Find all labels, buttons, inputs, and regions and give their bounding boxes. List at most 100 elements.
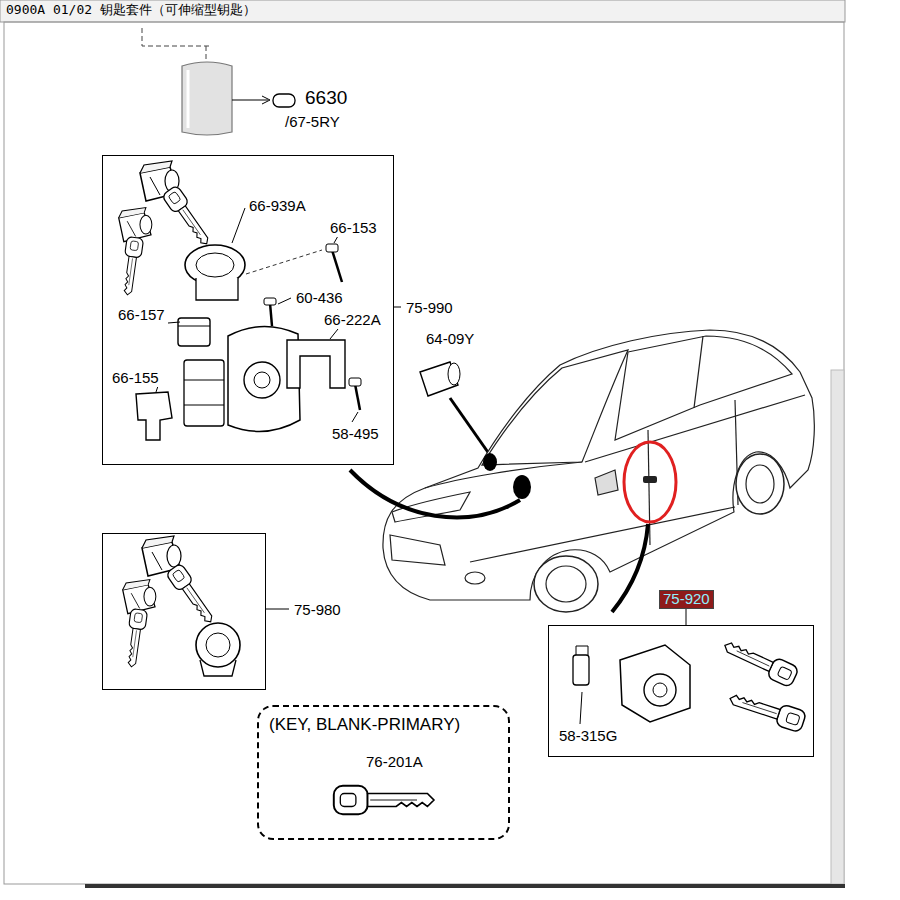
door-lock-set — [576, 646, 588, 655]
dashed-group-box: (KEY, BLANK-PRIMARY)76-201A — [257, 705, 510, 840]
leader-line — [266, 609, 289, 610]
cylinder-set — [166, 563, 219, 627]
key-shell — [273, 94, 295, 107]
part-location-mark — [624, 442, 676, 522]
door-lock-set — [720, 635, 799, 687]
callout-number: 66-939A — [248, 198, 307, 215]
location-pointer — [350, 470, 520, 517]
cylinder-set — [200, 660, 236, 676]
car-outline — [746, 465, 774, 503]
parts-group-box: 75-99066-939A66-15360-43666-15766-222A66… — [102, 155, 394, 465]
car-outline — [595, 470, 618, 495]
ignition-assembly — [270, 303, 272, 326]
cylinder-set — [123, 580, 156, 614]
key-shell — [187, 70, 190, 128]
leader-line — [168, 322, 180, 323]
part-location-mark — [483, 453, 497, 471]
glovebox-cylinder — [450, 398, 492, 458]
ignition-assembly — [119, 161, 361, 440]
ignition-assembly — [184, 405, 224, 406]
ignition-assembly — [196, 278, 238, 300]
ignition-assembly — [178, 318, 210, 346]
cylinder-set — [123, 536, 240, 676]
location-pointer — [612, 524, 648, 612]
part-location-mark — [513, 475, 531, 499]
cylinder-set — [206, 633, 230, 657]
assembly-number: 75-980 — [293, 602, 342, 619]
callout-number: 60-436 — [295, 290, 344, 307]
car-outline — [383, 330, 814, 600]
callout-number: 66-155 — [111, 370, 160, 387]
car-outline — [736, 454, 784, 514]
car-outline — [425, 462, 582, 488]
ignition-assembly — [119, 208, 152, 242]
ignition-assembly — [119, 236, 143, 295]
cylinder-set — [123, 608, 147, 667]
assembly-number: 75-920 — [659, 590, 714, 609]
car-outline — [482, 350, 628, 465]
ignition-assembly — [119, 236, 143, 295]
cylinder-set — [166, 563, 219, 627]
door-lock-set — [620, 645, 690, 722]
ignition-assembly — [119, 208, 152, 242]
key-shell — [206, 46, 207, 60]
ignition-assembly — [287, 340, 345, 388]
callout-number: 66-153 — [329, 220, 378, 237]
leader-line — [334, 236, 338, 243]
group-heading: (KEY, BLANK-PRIMARY) — [268, 716, 461, 735]
car-outline — [390, 535, 445, 565]
ignition-assembly — [184, 380, 224, 381]
location-pointer — [350, 470, 648, 612]
callout-number: 6630 — [304, 88, 348, 109]
leader-line — [394, 307, 401, 308]
callout-number: 58-495 — [331, 426, 380, 443]
key-blank — [334, 786, 434, 815]
leader-line — [686, 607, 687, 625]
ignition-assembly — [264, 298, 276, 305]
leader-line — [232, 208, 245, 243]
page-frame — [831, 370, 844, 884]
callout-number: 58-315G — [558, 728, 618, 745]
key-shell — [262, 96, 270, 104]
leader-line — [278, 298, 291, 304]
car-outline — [383, 330, 814, 612]
glovebox-cylinder — [448, 363, 460, 385]
assembly-number: 75-990 — [405, 300, 454, 317]
ignition-assembly — [254, 372, 270, 388]
key-shell — [142, 28, 295, 135]
door-lock-set — [720, 635, 799, 687]
glovebox-cylinder — [420, 362, 492, 458]
page-frame — [85, 884, 845, 888]
parts-group-box: 75-92058-315G — [548, 625, 814, 757]
ignition-assembly — [196, 253, 234, 277]
ignition-assembly — [332, 250, 342, 282]
leader-line — [330, 329, 338, 339]
parts-group-box: 75-980 — [102, 533, 266, 690]
key-blank — [334, 786, 434, 815]
door-lock-set — [573, 655, 589, 685]
part-location-mark — [643, 476, 657, 483]
car-outline — [694, 336, 703, 408]
leader-line — [352, 412, 358, 422]
door-lock-set — [644, 674, 676, 706]
cylinder-set — [123, 608, 147, 667]
car-outline — [585, 395, 805, 462]
car-outline — [470, 507, 735, 562]
part-location-mark — [483, 442, 676, 522]
ignition-assembly — [136, 392, 172, 440]
key-shell — [182, 62, 232, 135]
ignition-assembly — [246, 250, 322, 274]
ignition-assembly — [355, 384, 360, 410]
page-title: 0900A 01/02 钥匙套件（可伸缩型钥匙） — [6, 3, 256, 17]
key-shell — [232, 99, 268, 100]
car-outline — [465, 572, 485, 584]
leader-line — [580, 692, 582, 724]
key-shell — [142, 28, 210, 46]
ignition-assembly — [326, 244, 338, 252]
car-outline — [534, 556, 598, 612]
ignition-assembly — [162, 185, 215, 249]
ignition-assembly — [178, 326, 210, 327]
ignition-assembly — [244, 362, 280, 398]
callout-number: 64-09Y — [425, 331, 475, 348]
